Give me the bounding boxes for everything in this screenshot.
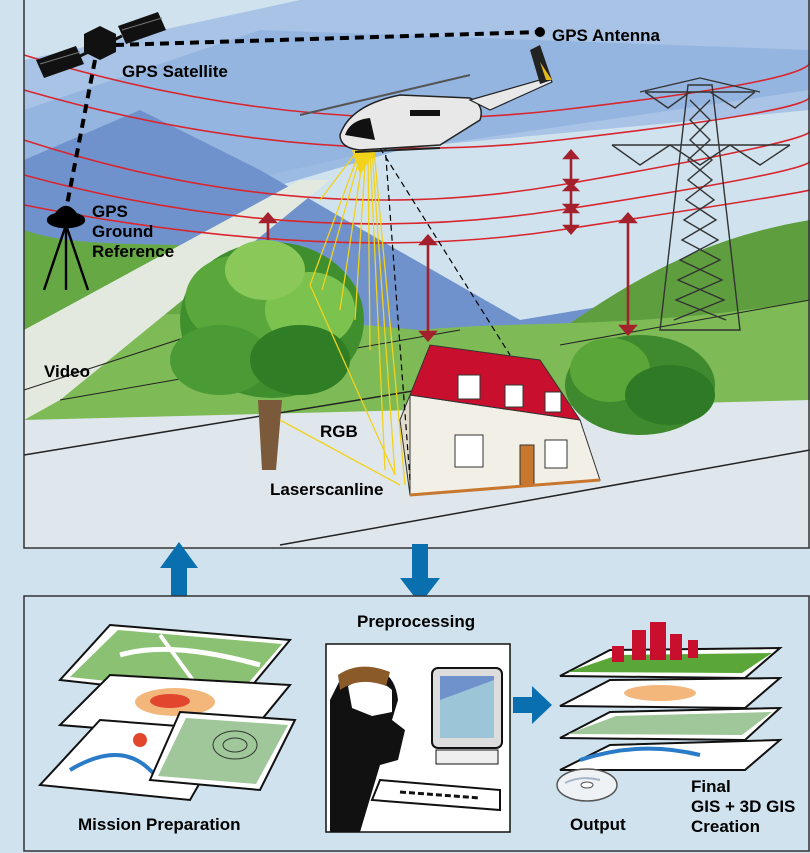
final-creation-line-3: Creation: [691, 817, 760, 836]
house: [399, 344, 601, 497]
final-creation-line-2: GIS + 3D GIS: [691, 797, 796, 816]
rgb-label: RGB: [320, 422, 358, 441]
laserscanline-label: Laserscanline: [270, 480, 384, 499]
helicopter-icon: [299, 45, 553, 153]
acquisition-scene-panel: [23, 0, 810, 548]
gps-ground-reference-line-1: GPS: [92, 202, 128, 221]
gps-ground-reference-label: GPS Ground Reference: [92, 202, 174, 262]
mission-preparation-label: Mission Preparation: [78, 815, 241, 834]
final-creation-label: Final GIS + 3D GIS Creation: [691, 777, 795, 837]
gps-ground-reference-line-3: Reference: [92, 242, 175, 261]
shrubs: [565, 335, 715, 435]
gps-ground-reference-line-2: Ground: [92, 222, 154, 241]
download-arrow-icon: [400, 544, 440, 604]
gps-antenna-label: GPS Antenna: [552, 26, 660, 45]
power-pylon: [611, 77, 791, 331]
upload-arrow-icon: [160, 542, 198, 602]
gps-antenna-icon: [535, 27, 545, 37]
mission-map-layers: [37, 623, 297, 802]
gps-links: [64, 30, 541, 211]
gps-ground-reference-icon: [42, 205, 90, 291]
video-label: Video: [44, 362, 90, 381]
output-label: Output: [570, 815, 626, 834]
road: [24, 180, 330, 420]
gps-satellite-label: GPS Satellite: [122, 62, 228, 81]
output-arrow-icon: [513, 686, 552, 724]
cd-icon: [556, 768, 618, 802]
laser-beams: [279, 149, 406, 486]
gps-satellite-icon: [36, 12, 166, 78]
distance-arrows: [258, 149, 638, 342]
tree: [170, 240, 364, 470]
preprocessing-label: Preprocessing: [357, 612, 476, 631]
final-creation-line-1: Final: [691, 777, 731, 796]
power-lines: [23, 54, 810, 244]
gis-layer-stack: [559, 622, 783, 771]
workstation-illustration: [325, 643, 511, 833]
